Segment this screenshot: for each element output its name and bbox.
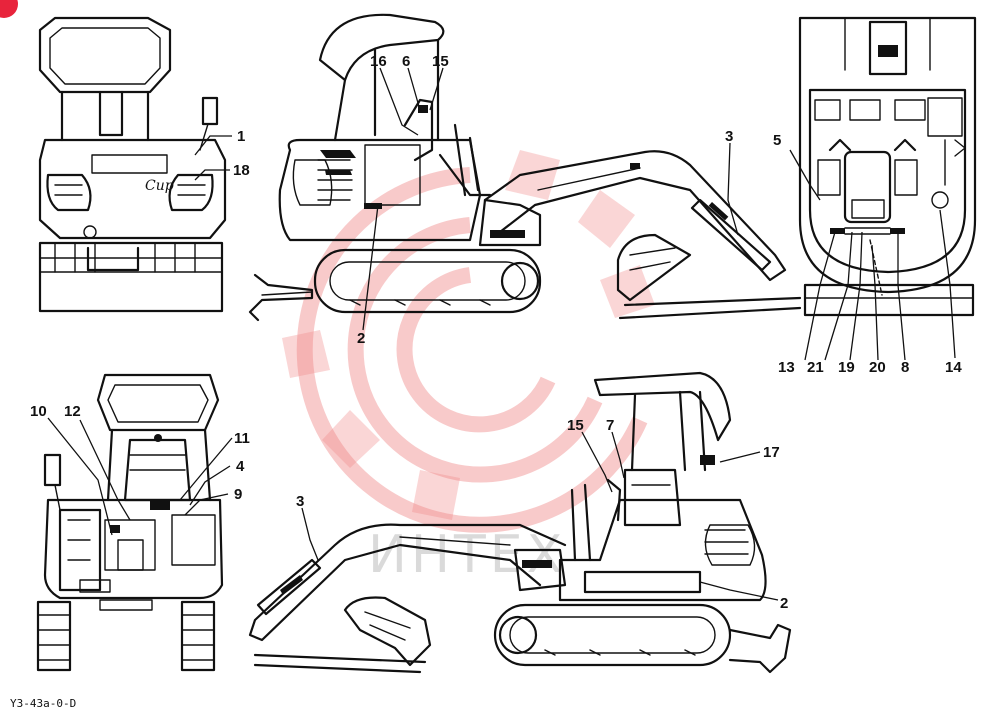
callout-21: 21 xyxy=(807,359,824,376)
callout-15-bottom: 15 xyxy=(567,417,584,434)
watermark-logo xyxy=(282,150,655,533)
callout-10: 10 xyxy=(30,403,47,420)
callout-19: 19 xyxy=(838,359,855,376)
watermark-text: ИНТЕХ xyxy=(368,525,566,585)
view-right-side xyxy=(248,371,792,674)
callout-2-bottom: 2 xyxy=(780,595,788,612)
callout-7: 7 xyxy=(606,417,614,434)
view-rear: Cup xyxy=(38,16,227,313)
view-left-side xyxy=(248,13,802,322)
callout-1: 1 xyxy=(237,128,245,145)
callout-17: 17 xyxy=(763,444,780,461)
callout-4: 4 xyxy=(236,458,245,475)
callout-14: 14 xyxy=(945,359,962,376)
callout-16: 16 xyxy=(370,53,387,70)
callout-18: 18 xyxy=(233,162,250,179)
rear-decal-text: Cup xyxy=(145,178,174,194)
callout-6: 6 xyxy=(402,53,410,70)
drawing-code: Y3-43a-0-D xyxy=(10,697,76,710)
callout-12: 12 xyxy=(64,403,81,420)
callout-15-top: 15 xyxy=(432,53,449,70)
callout-13: 13 xyxy=(778,359,795,376)
corner-badge xyxy=(0,0,18,18)
callout-8: 8 xyxy=(901,359,909,376)
leader-lines xyxy=(47,67,956,601)
callout-20: 20 xyxy=(869,359,886,376)
callout-5: 5 xyxy=(773,132,781,149)
view-front xyxy=(36,373,224,672)
callout-11: 11 xyxy=(234,430,250,447)
callout-labels: 1 18 16 6 15 3 2 5 13 21 19 20 8 14 10 1… xyxy=(30,53,962,612)
callout-3-top: 3 xyxy=(725,128,733,145)
view-top xyxy=(798,16,977,317)
callout-2-top: 2 xyxy=(357,330,365,347)
callout-9: 9 xyxy=(234,486,242,503)
callout-3-bottom: 3 xyxy=(296,493,304,510)
